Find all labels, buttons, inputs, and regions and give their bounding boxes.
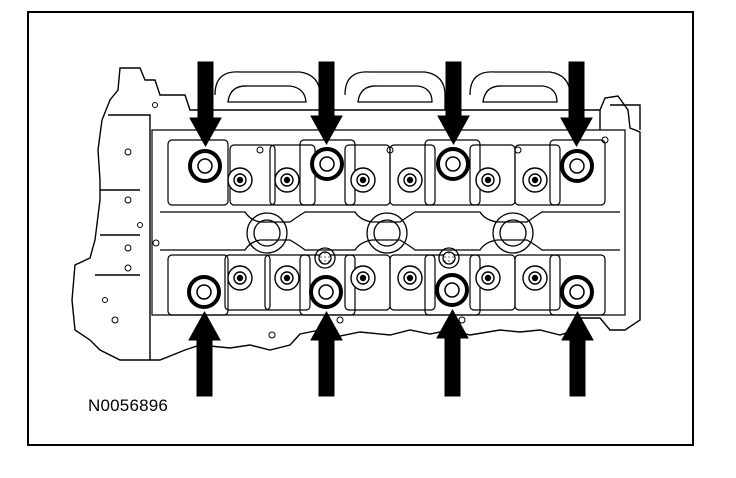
- bolt-icon: [227, 167, 253, 193]
- arrow-up-icon: [188, 310, 221, 397]
- inner-bolts-upper: [227, 167, 548, 193]
- bolt-icon: [310, 147, 344, 181]
- cylinder-head-body: [71, 67, 641, 361]
- bolt-icon: [227, 265, 253, 291]
- bolt-icon: [475, 167, 501, 193]
- arrow-down-icon: [310, 61, 343, 146]
- small-holes: [102, 102, 609, 339]
- down-arrows: [189, 61, 593, 148]
- bolt-icon: [560, 275, 594, 309]
- ports-upper: [214, 71, 571, 110]
- bolt-icon: [309, 275, 343, 309]
- bolt-icon: [397, 265, 423, 291]
- highlighted-bolts: [187, 147, 594, 309]
- arrow-down-icon: [189, 61, 222, 148]
- bolt-icon: [522, 265, 548, 291]
- arrow-up-icon: [310, 310, 343, 397]
- inner-bolts-lower: [227, 265, 548, 291]
- up-arrows: [188, 308, 594, 397]
- bolt-icon: [435, 273, 469, 307]
- bolt-icon: [187, 275, 221, 309]
- arrow-up-icon: [561, 310, 594, 397]
- bolt-icon: [475, 265, 501, 291]
- arrow-down-icon: [437, 61, 470, 146]
- figure-reference-code: N0056896: [88, 396, 169, 415]
- bolt-icon: [522, 167, 548, 193]
- spark-plug-bores: [160, 211, 620, 269]
- bolt-icon: [436, 147, 470, 181]
- arrow-up-icon: [436, 308, 469, 397]
- bolt-icon: [274, 265, 300, 291]
- arrow-down-icon: [560, 61, 593, 148]
- bolt-icon: [560, 149, 594, 183]
- bolt-icon: [350, 167, 376, 193]
- bolt-icon: [397, 167, 423, 193]
- bolt-icon: [274, 167, 300, 193]
- bolt-icon: [350, 265, 376, 291]
- bolt-icon: [188, 149, 222, 183]
